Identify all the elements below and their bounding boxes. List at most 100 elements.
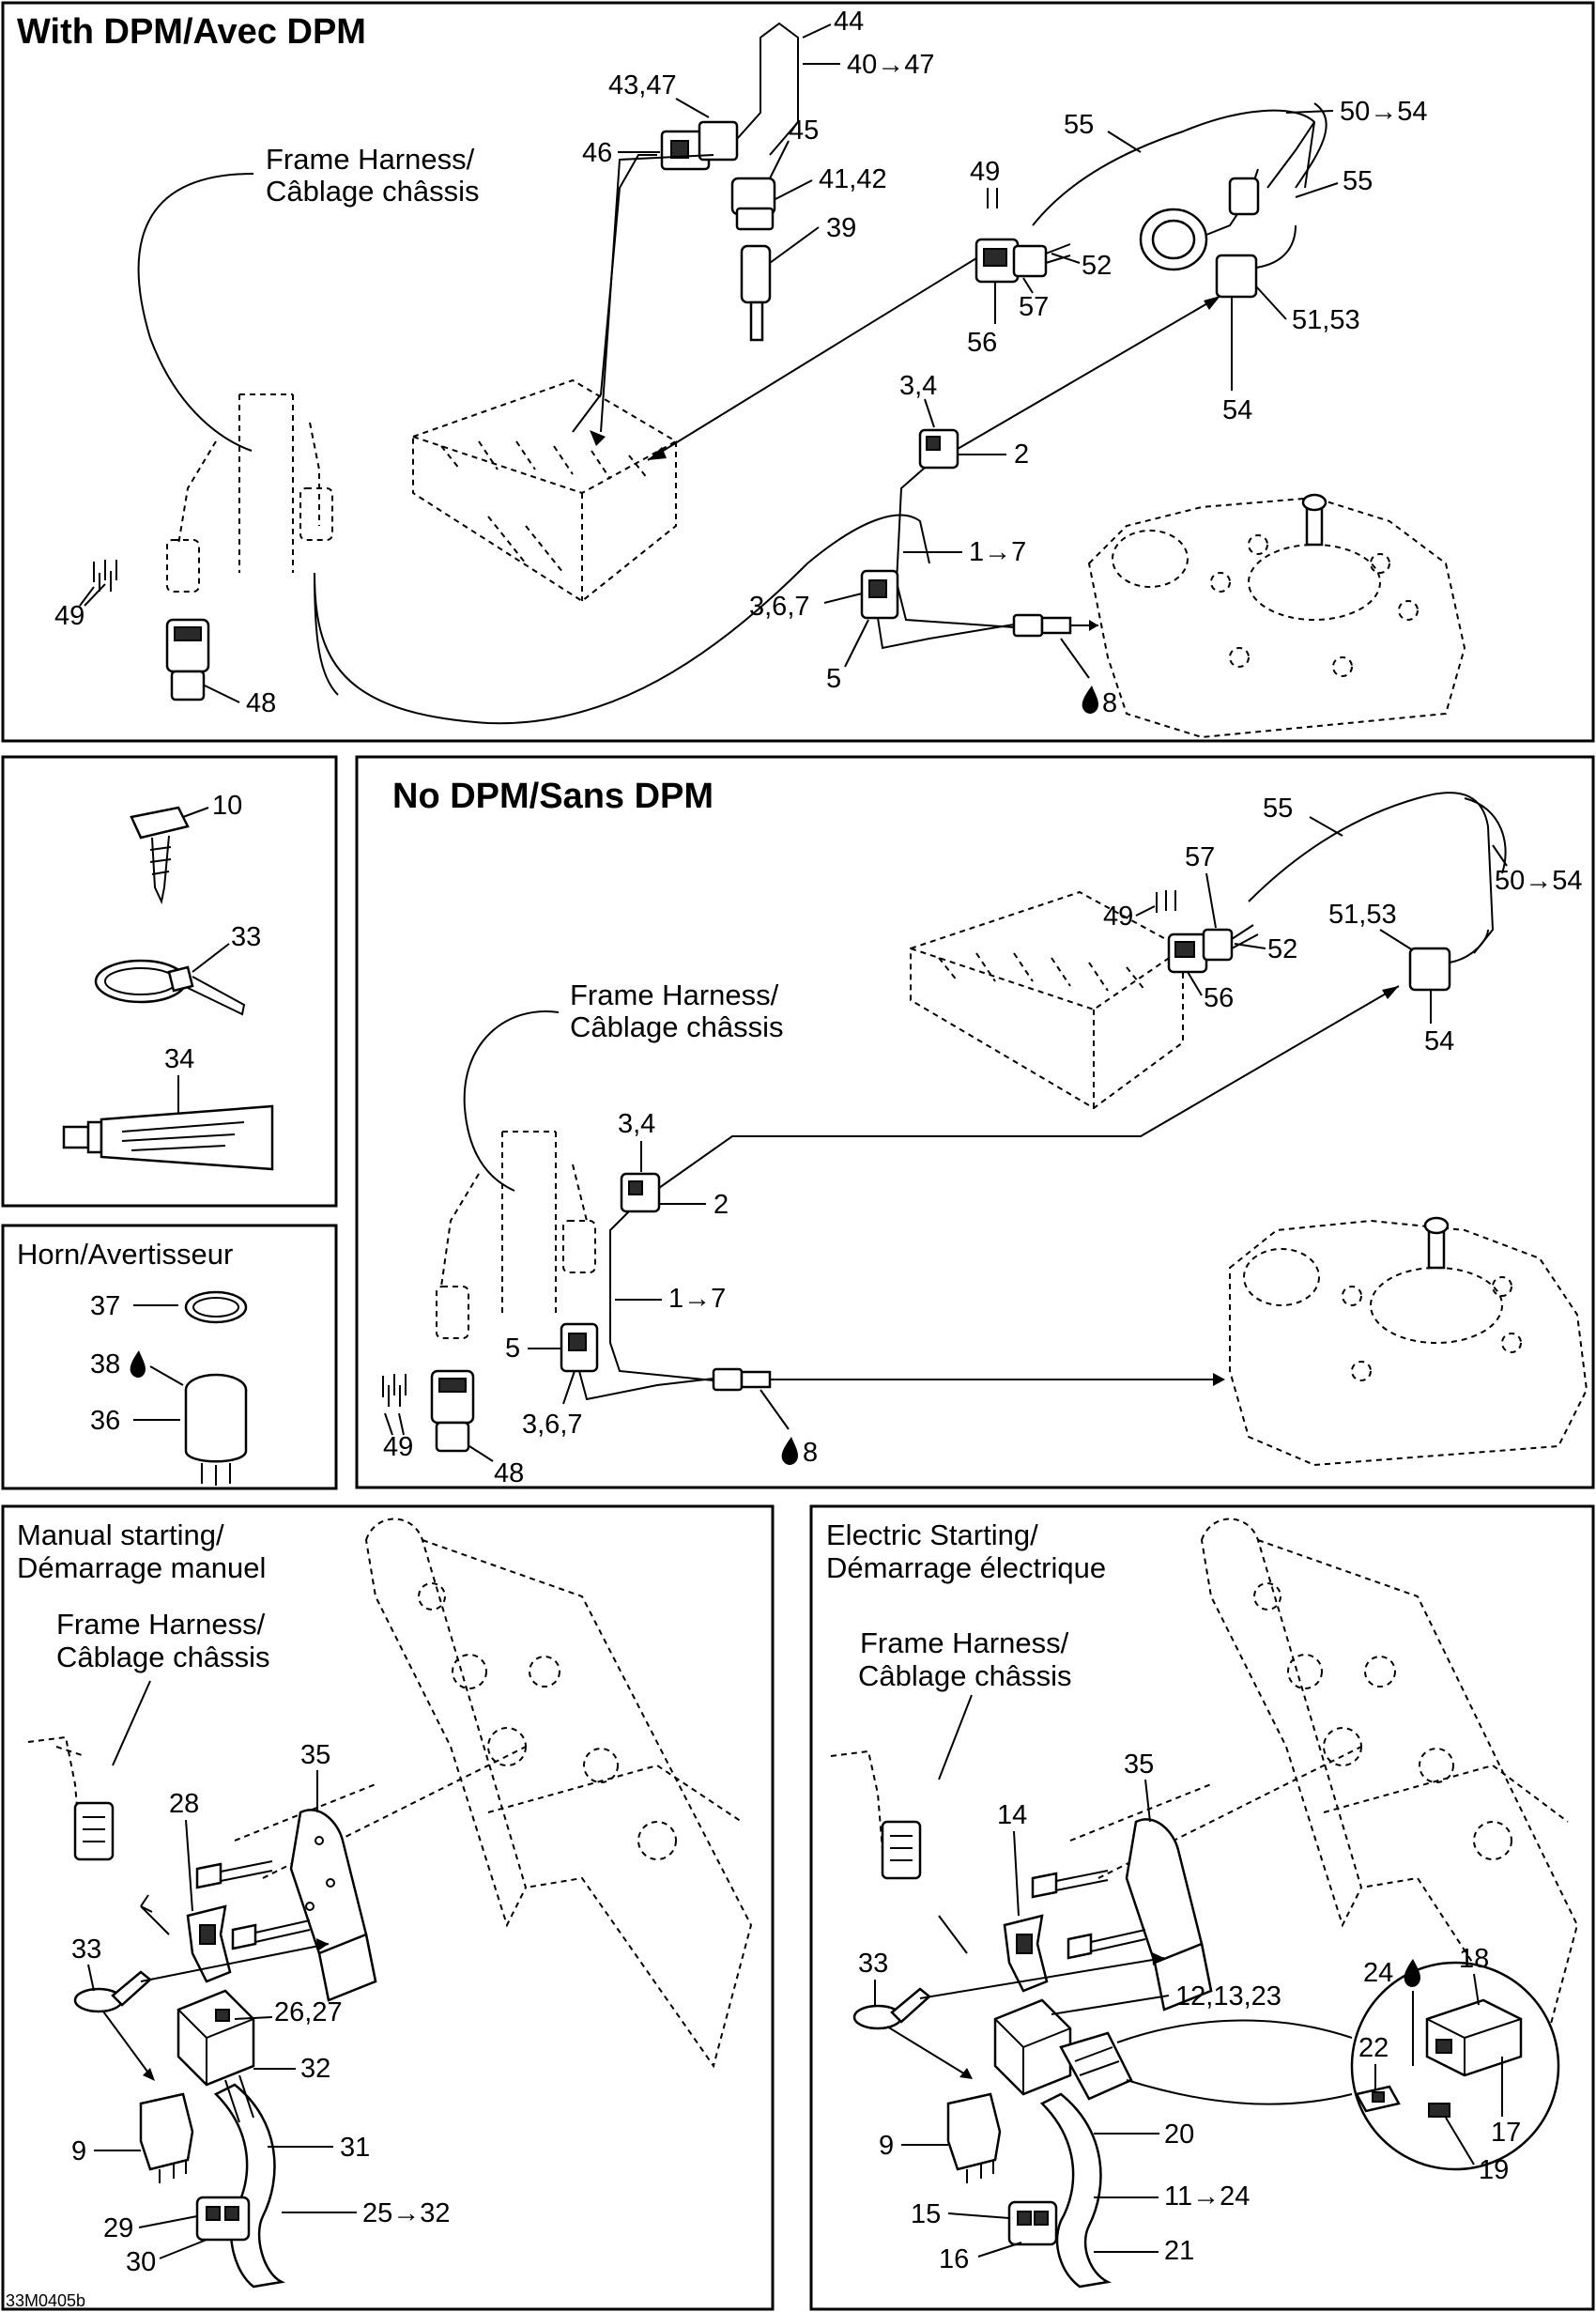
callout-15: 15 (911, 2199, 941, 2229)
callout-29: 29 (103, 2213, 133, 2243)
connector-15-16 (1007, 2200, 1058, 2246)
frame-harness-label-line1: Frame Harness/ (266, 143, 475, 176)
panel-no-dpm-title: No DPM/Sans DPM (392, 777, 714, 816)
connector-51-53 (1215, 254, 1258, 299)
callout-35-electric: 35 (1124, 1749, 1154, 1780)
callout-40-47: 40→47 (847, 50, 935, 80)
callout-56-nodpm: 56 (1204, 983, 1234, 1013)
callout-21: 21 (1164, 2236, 1194, 2266)
callout-9-manual: 9 (71, 2136, 86, 2166)
callout-52-nodpm: 52 (1267, 934, 1297, 964)
dpm-module-nodpm (910, 890, 1184, 1110)
callout-45: 45 (789, 116, 819, 146)
panel-horn-border (1, 1224, 338, 1490)
callout-3-4-nodpm: 3,4 (618, 1109, 655, 1139)
callout-22: 22 (1358, 2033, 1389, 2063)
cable-tie-33-manual (73, 1970, 152, 2013)
cable-tie-33-electric (852, 1987, 931, 2030)
panel-manual-starting: Manual starting/ Démarrage manuel Frame … (1, 1504, 775, 2311)
sensor-8-nodpm (712, 1367, 772, 1392)
frame-harness-label2-line1: Frame Harness/ (570, 979, 779, 1011)
steering-column-electric (1069, 1518, 1579, 2069)
frame-harness-label-line2: Câblage châssis (266, 175, 479, 208)
fuse-holder-20 (1059, 2031, 1133, 2101)
connector-48-nodpm (430, 1369, 475, 1453)
fuse-box-18-17 (1425, 1998, 1523, 2077)
steering-column (234, 1518, 753, 2069)
callout-14: 14 (997, 1800, 1027, 1830)
callout-56: 56 (967, 328, 997, 358)
panel-electric-title-line2: Démarrage électrique (826, 1551, 1106, 1584)
connector-5-nodpm (560, 1322, 599, 1373)
panel-accessories: 10 33 34 (1, 755, 338, 1208)
thread-locker-drop-icon-nodpm (781, 1437, 798, 1466)
callout-19: 19 (1479, 2155, 1509, 2185)
relay-26-27 (176, 1989, 255, 2087)
frame-harness-label3-line1: Frame Harness/ (56, 1608, 266, 1641)
callout-2: 2 (1014, 439, 1029, 470)
relay-9-electric (946, 2092, 1002, 2183)
callout-8-nodpm: 8 (803, 1438, 818, 1468)
figure-code: 33M0405b (6, 2291, 85, 2310)
switch-28 (186, 1904, 232, 1983)
callout-28: 28 (169, 1789, 199, 1819)
callout-10: 10 (212, 791, 242, 821)
callout-30: 30 (126, 2247, 156, 2277)
screw-10 (130, 806, 190, 905)
callout-57-nodpm: 57 (1185, 842, 1215, 872)
panel-accessories-border (1, 755, 338, 1208)
panel-manual-title-line1: Manual starting/ (17, 1518, 224, 1551)
sensor-39 (740, 244, 772, 342)
panel-electric-title-line1: Electric Starting/ (826, 1518, 1038, 1551)
callout-1-7-nodpm: 1→7 (668, 1284, 726, 1314)
callout-48-nodpm: 48 (494, 1458, 524, 1488)
callout-12-13-23: 12,13,23 (1175, 1981, 1281, 2011)
connector-29-30 (195, 2196, 251, 2242)
adhesive-drop-icon (130, 1350, 146, 1379)
engine-head-nodpm (1229, 1216, 1588, 1467)
bracket-35 (289, 1809, 377, 2002)
frame-harness-label4-line2: Câblage châssis (858, 1659, 1071, 1692)
panel-with-dpm-border (1, 1, 1595, 743)
panel-no-dpm: No DPM/Sans DPM Frame Harness/ Câblage c… (355, 755, 1595, 1489)
callout-5-nodpm: 5 (505, 1333, 520, 1364)
panel-no-dpm-border (355, 755, 1595, 1489)
callout-9-electric: 9 (879, 2131, 894, 2161)
panel-horn-title: Horn/Avertisseur (17, 1238, 233, 1271)
callout-38: 38 (90, 1349, 120, 1379)
panel-electric-starting: Electric Starting/ Démarrage électrique … (809, 1504, 1595, 2311)
callout-52: 52 (1082, 251, 1112, 281)
callout-2-nodpm: 2 (714, 1190, 729, 1220)
connector-48 (165, 618, 210, 701)
callout-1-7: 1→7 (969, 537, 1026, 567)
callout-35-manual: 35 (300, 1740, 330, 1770)
panel-manual-starting-border (1, 1504, 775, 2311)
callout-33-acc: 33 (231, 922, 261, 952)
callout-26-27: 26,27 (274, 1997, 343, 2027)
callout-3-4: 3,4 (899, 371, 937, 401)
callout-17: 17 (1491, 2118, 1521, 2148)
callout-5: 5 (826, 664, 841, 694)
panel-manual-title-line2: Démarrage manuel (17, 1551, 266, 1584)
connector-3-6-7 (860, 569, 899, 620)
panel-with-dpm-title: With DPM/Avec DPM (17, 12, 366, 52)
relay-9 (139, 2092, 194, 2183)
callout-25-32: 25→32 (362, 2198, 451, 2228)
engine-head (1087, 493, 1466, 739)
thread-locker-drop-icon (1082, 686, 1098, 715)
callout-51-53: 51,53 (1292, 305, 1360, 335)
callout-49-nodpm-top: 49 (1103, 902, 1133, 932)
relay-12-13-23 (993, 1998, 1072, 2096)
connector-56-57-nodpm (1167, 924, 1259, 974)
callout-57: 57 (1019, 292, 1049, 322)
connector-56-57 (974, 238, 1071, 284)
callout-16: 16 (939, 2244, 969, 2274)
panel-horn: Horn/Avertisseur 37 38 36 (1, 1224, 338, 1490)
connector-3-4-nodpm (620, 1172, 661, 1213)
callout-18: 18 (1459, 1944, 1489, 1974)
callout-32: 32 (300, 2054, 330, 2084)
fuse-22 (1355, 2085, 1401, 2113)
panel-electric-starting-border (809, 1504, 1595, 2311)
callout-20: 20 (1164, 2119, 1194, 2150)
callout-24: 24 (1363, 1958, 1393, 1988)
